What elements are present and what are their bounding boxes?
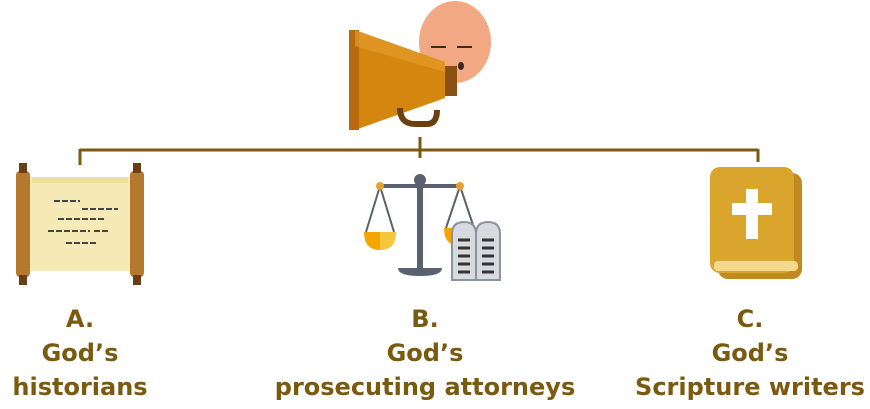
scales-tablets-icon bbox=[360, 170, 510, 282]
label-a-line2: historians bbox=[12, 373, 148, 401]
megaphone-speaker-icon bbox=[345, 0, 495, 138]
label-a: A. God’s historians bbox=[0, 302, 160, 404]
label-b-letter: B. bbox=[411, 305, 439, 333]
label-a-letter: A. bbox=[65, 305, 95, 333]
label-b-line2: prosecuting attorneys bbox=[274, 373, 576, 401]
label-c-letter: C. bbox=[736, 305, 764, 333]
label-c-line2: Scripture writers bbox=[635, 373, 865, 401]
label-b: B. God’s prosecuting attorneys bbox=[260, 302, 590, 404]
scroll-icon bbox=[10, 163, 150, 285]
bible-icon bbox=[708, 165, 804, 281]
label-c: C. God’s Scripture writers bbox=[630, 302, 870, 404]
label-b-line1: God’s bbox=[386, 339, 464, 367]
label-a-line1: God’s bbox=[41, 339, 119, 367]
label-c-line1: God’s bbox=[711, 339, 789, 367]
